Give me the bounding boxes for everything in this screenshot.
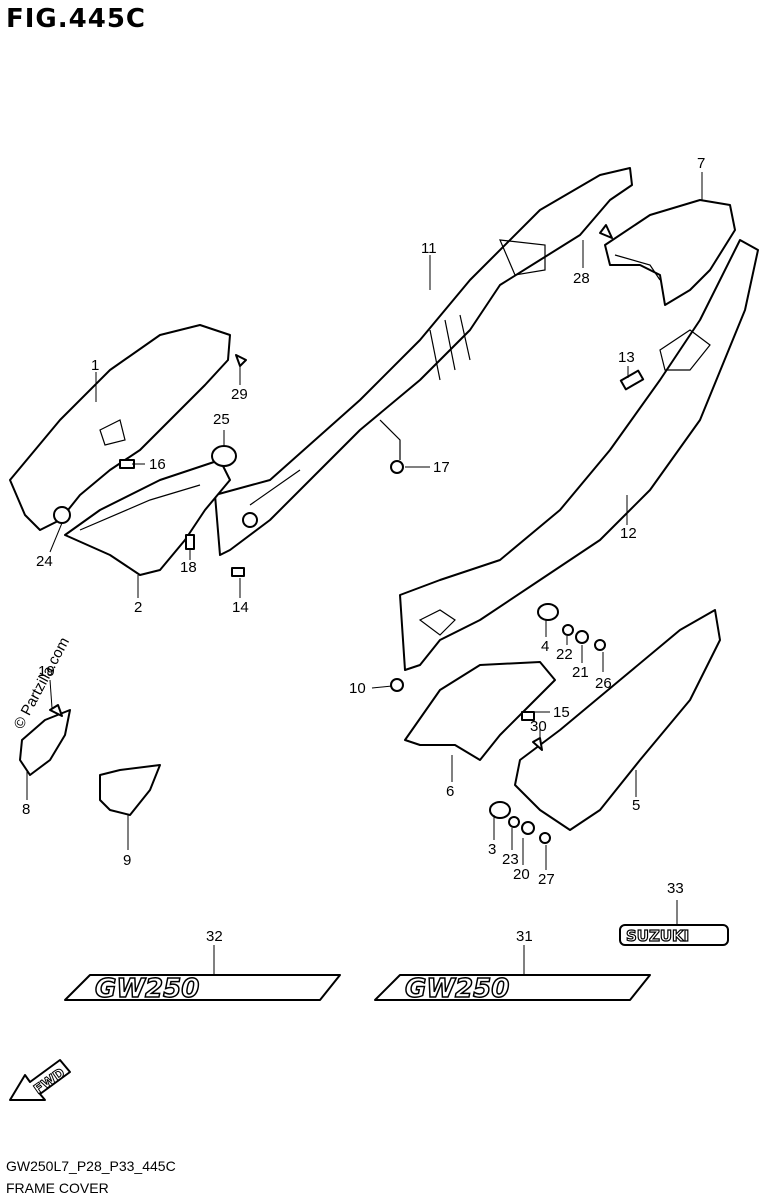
callout-33: 33 [667,880,684,897]
section-name: FRAME COVER [6,1180,109,1196]
part-9-bracket[interactable] [99,764,161,816]
callout-5: 5 [632,797,640,814]
leader-lines [26,172,703,975]
part-2-side-cover-inner[interactable] [64,459,231,576]
decal-31-text: GW250 [405,974,509,1004]
callout-14: 14 [232,599,249,616]
callout-4: 4 [541,638,549,655]
callout-16: 16 [149,456,166,473]
decal-33-text: SUZUKI [626,927,689,945]
callout-31: 31 [516,928,533,945]
callout-27: 27 [538,871,555,888]
callout-6: 6 [446,783,454,800]
callout-18: 18 [180,559,197,576]
callout-30: 30 [530,718,547,735]
callout-7: 7 [697,155,705,172]
callout-12: 12 [620,525,637,542]
decal-31-gw250[interactable]: GW250 [374,973,651,1005]
callout-25: 25 [213,411,230,428]
callout-17: 17 [433,459,450,476]
figure-title: FIG.445C [6,4,147,34]
callout-1: 1 [91,357,99,374]
callout-8: 8 [22,801,30,818]
part-11-frame-cover-left[interactable] [214,167,633,556]
callout-20: 20 [513,866,530,883]
callout-9: 9 [123,852,131,869]
callout-19: 19 [38,663,55,680]
callout-2: 2 [134,599,142,616]
callout-labels: 1 2 3 4 5 6 7 8 9 10 11 12 13 14 15 16 1… [22,155,705,945]
part-6-lower-cover[interactable] [404,661,556,761]
hardware-items[interactable] [49,224,645,844]
callout-32: 32 [206,928,223,945]
callout-3: 3 [488,841,496,858]
decal-32-text: GW250 [95,974,199,1004]
decal-32-gw250[interactable]: GW250 [64,973,341,1005]
callout-10: 10 [349,680,366,697]
callout-24: 24 [36,553,53,570]
callout-13: 13 [618,349,635,366]
part-8-bracket[interactable] [19,709,71,776]
callout-26: 26 [595,675,612,692]
fwd-arrow-icon: FWD [9,1059,71,1101]
callout-22: 22 [556,646,573,663]
diagram-code: GW250L7_P28_P33_445C [6,1158,176,1174]
part-7-rear-tail-cover[interactable] [604,199,736,306]
callout-15: 15 [553,704,570,721]
part-5-side-cover-right[interactable] [514,609,721,831]
callout-21: 21 [572,664,589,681]
decal-33-suzuki[interactable]: SUZUKI [619,924,729,946]
part-1-side-cover-left[interactable] [9,324,231,531]
part-12-frame-cover-right[interactable] [399,239,759,671]
callout-28: 28 [573,270,590,287]
callout-29: 29 [231,386,248,403]
callout-23: 23 [502,851,519,868]
callout-11: 11 [421,240,437,257]
